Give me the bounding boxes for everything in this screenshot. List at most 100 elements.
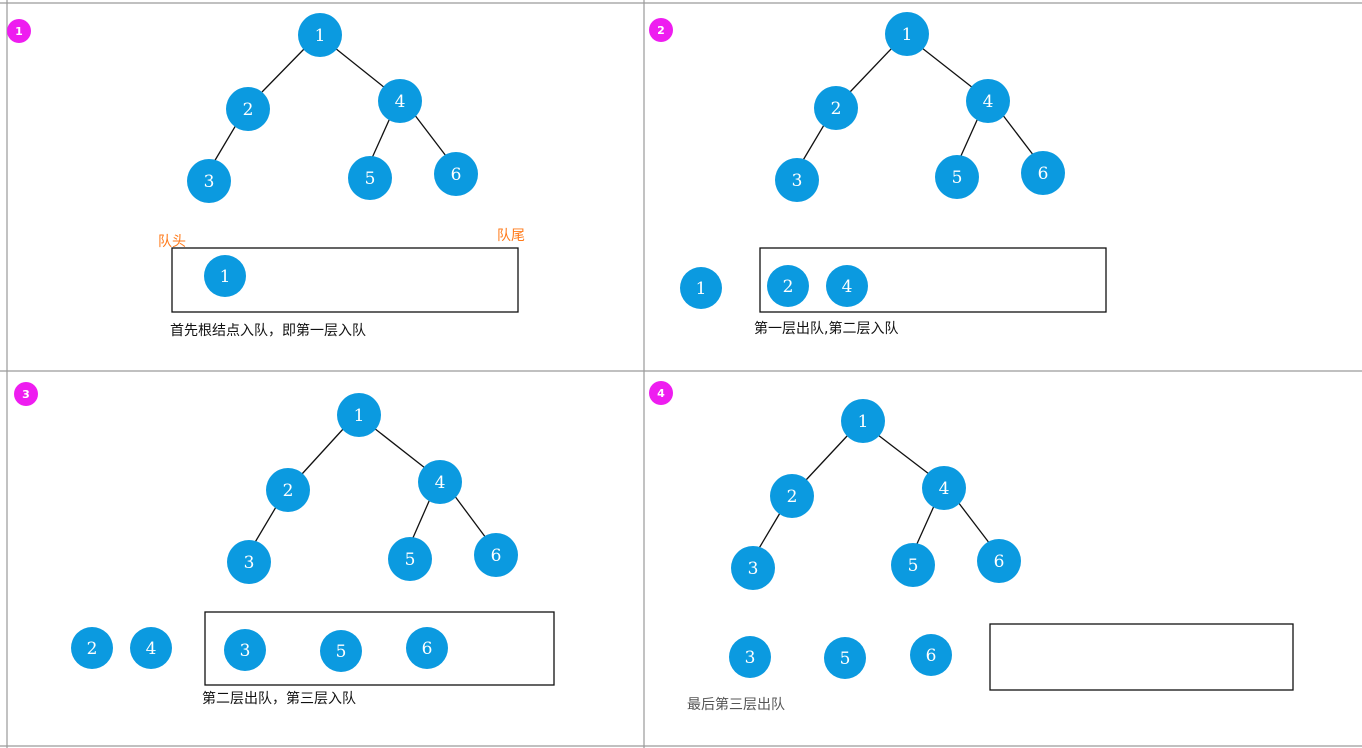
svg-text:5: 5	[365, 169, 376, 189]
caption: 最后第三层出队	[687, 696, 785, 713]
svg-text:1: 1	[220, 267, 231, 287]
dequeued-node: 1	[680, 267, 722, 309]
svg-text:2: 2	[787, 487, 798, 507]
step-badge: 4	[649, 381, 673, 405]
tree-node: 2	[814, 86, 858, 130]
svg-text:5: 5	[952, 168, 963, 188]
caption: 第二层出队，第三层入队	[202, 690, 356, 707]
queue-box	[759, 247, 1107, 313]
dequeued-node: 6	[910, 634, 952, 676]
tree-node: 4	[378, 79, 422, 123]
svg-text:6: 6	[994, 552, 1005, 572]
tree-node: 6	[977, 539, 1021, 583]
svg-text:1: 1	[696, 279, 707, 299]
caption: 首先根结点入队，即第一层入队	[170, 322, 366, 339]
binary-tree: 1 2 4 3 5 6	[775, 12, 1065, 202]
queue-tail-label: 队尾	[497, 228, 525, 244]
tree-node: 1	[885, 12, 929, 56]
tree-node: 2	[770, 474, 814, 518]
dequeued-node: 4	[130, 627, 172, 669]
svg-text:4: 4	[395, 92, 406, 112]
tree-node: 4	[418, 460, 462, 504]
queue-item: 2	[767, 265, 809, 307]
dequeued-node: 3	[729, 636, 771, 678]
svg-text:2: 2	[783, 277, 794, 297]
tree-node: 5	[348, 156, 392, 200]
svg-text:1: 1	[315, 26, 326, 46]
tree-node: 1	[337, 393, 381, 437]
svg-text:3: 3	[244, 553, 255, 573]
svg-text:1: 1	[902, 25, 913, 45]
tree-node: 4	[966, 79, 1010, 123]
tree-node: 5	[891, 543, 935, 587]
queue-box	[989, 623, 1294, 691]
queue-head-label: 队头	[158, 234, 186, 250]
svg-text:4: 4	[983, 92, 994, 112]
svg-text:3: 3	[240, 641, 251, 661]
queue-item: 5	[320, 630, 362, 672]
binary-tree: 1 2 4 3 5 6	[731, 399, 1021, 590]
svg-text:5: 5	[840, 649, 851, 669]
dequeued-node: 5	[824, 637, 866, 679]
svg-text:4: 4	[657, 387, 665, 400]
queue-box	[171, 247, 519, 313]
svg-text:5: 5	[336, 642, 347, 662]
svg-text:2: 2	[657, 24, 665, 37]
binary-tree: 1 2 4 3 5 6	[187, 13, 478, 203]
svg-text:4: 4	[842, 277, 853, 297]
svg-text:4: 4	[146, 639, 157, 659]
tree-node: 2	[226, 87, 270, 131]
dequeued-node: 2	[71, 627, 113, 669]
svg-text:3: 3	[745, 648, 756, 668]
queue-box	[204, 611, 555, 686]
queue-item: 1	[204, 255, 246, 297]
tree-node: 6	[1021, 151, 1065, 195]
svg-text:1: 1	[15, 25, 23, 38]
queue-item: 6	[406, 627, 448, 669]
step-badge: 3	[14, 382, 38, 406]
tree-node: 3	[775, 158, 819, 202]
tree-node: 5	[935, 155, 979, 199]
panel-4: 4 1 2 4 3 5 6 3 5 6 最后第三层出队	[649, 381, 1294, 713]
tree-node: 5	[388, 537, 432, 581]
svg-text:2: 2	[243, 100, 254, 120]
tree-node: 1	[298, 13, 342, 57]
tree-node: 3	[731, 546, 775, 590]
queue-item: 4	[826, 265, 868, 307]
svg-text:5: 5	[908, 556, 919, 576]
svg-text:6: 6	[491, 546, 502, 566]
svg-text:1: 1	[354, 406, 365, 426]
svg-text:6: 6	[451, 165, 462, 185]
svg-text:3: 3	[792, 171, 803, 191]
tree-node: 1	[841, 399, 885, 443]
svg-text:3: 3	[22, 388, 30, 401]
svg-text:6: 6	[1038, 164, 1049, 184]
panel-2: 2 1 2 4 3 5 6 1 2 4 第一层出队,第二层入队	[649, 12, 1107, 337]
step-badge: 2	[649, 18, 673, 42]
tree-node: 6	[434, 152, 478, 196]
queue-item: 3	[224, 629, 266, 671]
tree-node: 3	[187, 159, 231, 203]
svg-text:4: 4	[939, 479, 950, 499]
panel-3: 3 1 2 4 3 5 6 2 4 3 5 6 第二层出队，第三层入队	[14, 382, 555, 707]
svg-text:1: 1	[858, 412, 869, 432]
tree-node: 2	[266, 468, 310, 512]
panel-1: 1 1 2 4 3 5 6 队头 队尾 1 首先根结点入队，即第一层入队	[7, 13, 525, 339]
binary-tree: 1 2 4 3 5 6	[227, 393, 518, 584]
svg-text:2: 2	[831, 99, 842, 119]
svg-text:6: 6	[422, 639, 433, 659]
tree-node: 3	[227, 540, 271, 584]
tree-node: 6	[474, 533, 518, 577]
svg-text:2: 2	[87, 639, 98, 659]
svg-text:3: 3	[204, 172, 215, 192]
svg-text:3: 3	[748, 559, 759, 579]
caption: 第一层出队,第二层入队	[754, 320, 898, 337]
step-badge: 1	[7, 19, 31, 43]
svg-text:4: 4	[435, 473, 446, 493]
svg-text:2: 2	[283, 481, 294, 501]
svg-text:5: 5	[405, 550, 416, 570]
tree-node: 4	[922, 466, 966, 510]
svg-text:6: 6	[926, 646, 937, 666]
